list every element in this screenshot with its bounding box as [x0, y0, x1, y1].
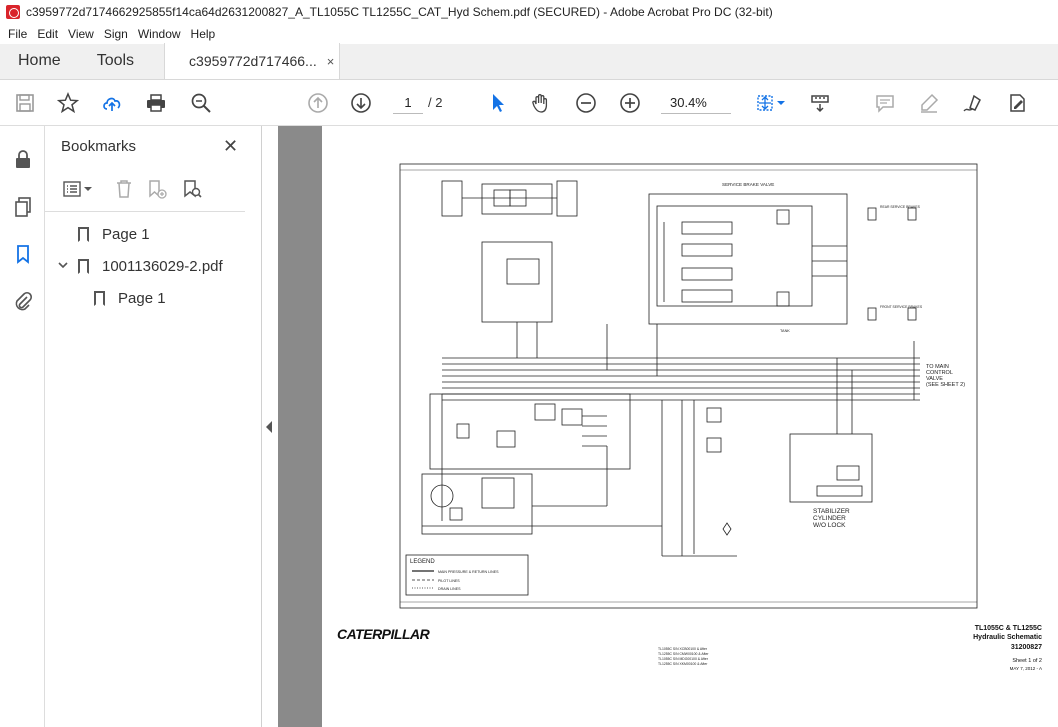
serial-line: TL1255C S/N XKM00100 & After [658, 662, 708, 666]
bookmark-item[interactable]: Page 1 [94, 290, 166, 307]
fit-dropdown-icon[interactable] [775, 90, 787, 116]
bookmark-icon [94, 291, 105, 306]
window-title: c3959772d7174662925855f14ca64d2631200827… [26, 5, 773, 19]
pdf-page: SERVICE BRAKE VALVE TO MAIN CONTROL VALV… [322, 126, 1058, 727]
see-sheet-label: (SEE SHEET 2) [926, 382, 965, 388]
front-brakes-label: FRONT SERVICE BRAKES [880, 305, 923, 309]
to-main-label: TO MAIN [926, 364, 949, 370]
close-panel-icon[interactable]: ✕ [223, 136, 239, 156]
doc-date: MAY 7, 2012 - A [1009, 666, 1042, 671]
bookmark-label: Page 1 [102, 226, 150, 243]
bookmark-label: 1001136029-2.pdf [102, 258, 223, 275]
page-thumbnails-icon[interactable] [10, 194, 36, 220]
bookmarks-icon[interactable] [10, 241, 36, 267]
acrobat-app-icon [6, 5, 20, 19]
previous-page-icon[interactable] [305, 90, 331, 116]
serial-line: TL1055C S/N XCB00100 & After [658, 647, 708, 651]
attachments-icon[interactable] [10, 288, 36, 314]
doc-sheet: Sheet 1 of 2 [1012, 658, 1042, 664]
save-icon[interactable] [12, 90, 38, 116]
tab-bar: Home Tools c3959772d717466... × [0, 43, 1058, 80]
menu-file[interactable]: File [8, 27, 28, 41]
tank-label: TANK [780, 329, 790, 333]
bookmarks-toolbar [45, 168, 245, 212]
stabilizer-label: STABILIZER [813, 508, 850, 515]
menu-bar: File Edit View Sign Window Help [0, 24, 1058, 44]
main-toolbar: 1 / 2 30.4% [0, 80, 1058, 126]
wo-lock-label: W/O LOCK [813, 522, 846, 529]
collapse-panel-icon[interactable] [266, 421, 272, 433]
bookmark-icon [78, 259, 89, 274]
document-viewer[interactable]: SERVICE BRAKE VALVE TO MAIN CONTROL VALV… [278, 126, 1058, 727]
lock-icon[interactable] [10, 146, 36, 172]
doc-title-line1: TL1055C & TL1255C [974, 625, 1042, 632]
edit-document-icon[interactable] [1004, 90, 1030, 116]
valve-label: VALVE [926, 376, 943, 382]
tab-document[interactable]: c3959772d717466... × [164, 43, 341, 79]
select-cursor-icon[interactable] [485, 90, 511, 116]
page-total: / 2 [428, 95, 443, 110]
page-number-input[interactable]: 1 [393, 92, 423, 114]
doc-part-number: 31200827 [1010, 644, 1042, 651]
options-dropdown-icon[interactable] [83, 176, 93, 202]
serial-line: TL1055C S/N MDG00100 & After [658, 657, 709, 661]
cylinder-label: CYLINDER [813, 515, 846, 522]
bookmark-icon [78, 227, 89, 242]
highlight-pen-icon[interactable] [916, 90, 942, 116]
zoom-search-icon[interactable] [188, 90, 214, 116]
rear-brakes-label: REAR SERVICE BRAKES [880, 205, 921, 209]
print-icon[interactable] [143, 90, 169, 116]
menu-edit[interactable]: Edit [37, 27, 59, 41]
legend-title: LEGEND [410, 559, 435, 565]
bookmark-options-icon[interactable] [60, 176, 86, 202]
close-tab-icon[interactable]: × [326, 53, 335, 69]
document-tab-label: c3959772d717466... [189, 53, 317, 69]
chevron-down-icon[interactable] [57, 258, 69, 275]
bookmarks-title: Bookmarks [61, 138, 137, 155]
doc-title-line2: Hydraulic Schematic [973, 634, 1042, 641]
bookmark-item[interactable]: Page 1 [78, 226, 150, 243]
zoom-in-icon[interactable] [617, 90, 643, 116]
left-navigation-rail [0, 126, 45, 727]
bookmarks-panel: Bookmarks ✕ Page 1 1001136029-2.pdf Page… [45, 126, 262, 727]
menu-view[interactable]: View [68, 27, 94, 41]
delete-bookmark-icon[interactable] [111, 176, 137, 202]
fit-page-icon[interactable] [752, 90, 778, 116]
zoom-level-input[interactable]: 30.4% [661, 92, 731, 114]
caterpillar-logo: CATERPILLAR [337, 626, 430, 642]
zoom-out-icon[interactable] [573, 90, 599, 116]
star-icon[interactable] [55, 90, 81, 116]
panel-splitter[interactable] [262, 126, 278, 727]
cloud-upload-icon[interactable] [99, 90, 125, 116]
menu-help[interactable]: Help [190, 27, 216, 41]
comment-icon[interactable] [872, 90, 898, 116]
bookmark-label: Page 1 [118, 290, 166, 307]
menu-window[interactable]: Window [137, 27, 181, 41]
scroll-mode-icon[interactable] [807, 90, 833, 116]
sign-pen-icon[interactable] [960, 90, 986, 116]
title-bar: c3959772d7174662925855f14ca64d2631200827… [0, 0, 1058, 24]
legend-drain-label: DRAIN LINES [438, 587, 461, 591]
next-page-icon[interactable] [348, 90, 374, 116]
legend-pilot-label: PILOT LINES [438, 579, 460, 583]
bookmark-item[interactable]: 1001136029-2.pdf [57, 258, 223, 275]
legend-main-label: MAIN PRESSURE & RETURN LINES [438, 570, 499, 574]
hydraulic-schematic-drawing: SERVICE BRAKE VALVE TO MAIN CONTROL VALV… [399, 163, 978, 666]
serial-line: TL1255C S/N CMW00100 & After [658, 652, 709, 656]
menu-sign[interactable]: Sign [103, 27, 128, 41]
tab-home[interactable]: Home [18, 52, 61, 69]
tab-tools[interactable]: Tools [96, 52, 135, 69]
service-brake-label: SERVICE BRAKE VALVE [722, 182, 774, 187]
new-bookmark-icon[interactable] [144, 176, 170, 202]
hand-tool-icon[interactable] [528, 90, 554, 116]
control-label: CONTROL [926, 370, 953, 376]
find-bookmark-icon[interactable] [179, 176, 205, 202]
